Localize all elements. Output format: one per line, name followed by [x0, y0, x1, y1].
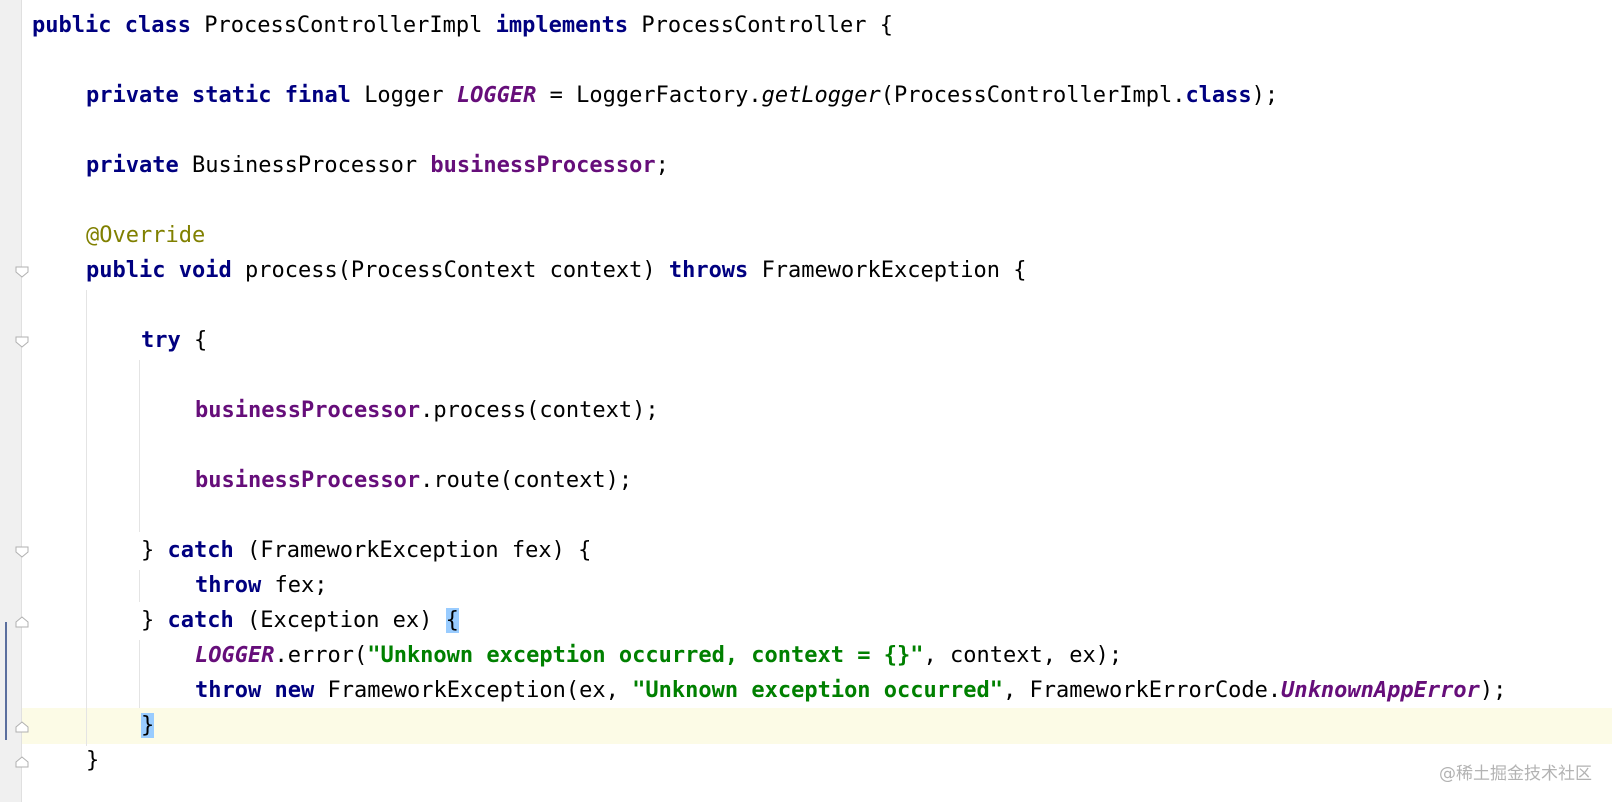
string-literal: "Unknown exception occurred" [632, 678, 1004, 703]
keyword: try [141, 328, 181, 353]
keyword: void [178, 258, 232, 283]
class-name: BusinessProcessor [191, 153, 418, 178]
keyword: new [274, 678, 315, 703]
code-text: fex; [274, 573, 328, 598]
code-text: } [141, 608, 155, 633]
keyword: class [1185, 83, 1252, 108]
editor-gutter [0, 0, 22, 802]
code-text: .error( [274, 643, 368, 668]
code-line-1[interactable]: public class ProcessControllerImpl imple… [32, 8, 893, 44]
annotation: @Override [86, 223, 206, 248]
code-line-10[interactable]: throw fex; [195, 568, 327, 604]
field-name: businessProcessor [430, 153, 656, 178]
static-field: UnknownAppError [1281, 678, 1480, 703]
code-line-6[interactable]: try { [141, 323, 207, 359]
keyword: throws [668, 258, 749, 283]
code-line-13[interactable]: throw new FrameworkException(ex, "Unknow… [195, 673, 1506, 709]
code-text: .route(context); [420, 468, 633, 493]
field-name: businessProcessor [195, 468, 421, 493]
keyword: class [124, 13, 191, 38]
keyword: private [86, 83, 179, 108]
keyword: public [32, 13, 112, 38]
code-text: (ProcessControllerImpl. [880, 83, 1186, 108]
fold-end-icon[interactable] [15, 756, 29, 768]
code-text: .process(context); [420, 398, 659, 423]
fold-icon[interactable] [15, 266, 29, 278]
code-text: (Exception ex) [246, 608, 433, 633]
code-line-11[interactable]: } catch (Exception ex) { [141, 603, 459, 639]
static-field: LOGGER [195, 643, 275, 668]
code-line-7[interactable]: businessProcessor.process(context); [195, 393, 659, 429]
fold-icon[interactable] [15, 336, 29, 348]
field-name: businessProcessor [195, 398, 421, 423]
string-literal: "Unknown exception occurred, context = {… [367, 643, 924, 668]
code-line-4[interactable]: @Override [86, 218, 205, 254]
current-line-highlight [22, 708, 1612, 744]
code-text: ); [1479, 678, 1507, 703]
code-text: , FrameworkErrorCode. [1003, 678, 1282, 703]
matched-brace: { [445, 608, 459, 633]
keyword: throw [195, 573, 262, 598]
code-line-9[interactable]: } catch (FrameworkException fex) { [141, 533, 591, 569]
fold-end-icon[interactable] [15, 616, 29, 628]
code-line-3[interactable]: private BusinessProcessor businessProces… [86, 148, 669, 184]
code-text: } [141, 538, 155, 563]
keyword: final [284, 83, 351, 108]
code-line-2[interactable]: private static final Logger LOGGER = Log… [86, 78, 1278, 114]
keyword: catch [167, 608, 234, 633]
fold-end-icon[interactable] [15, 721, 29, 733]
keyword: static [191, 83, 272, 108]
keyword: catch [167, 538, 234, 563]
code-text: = LoggerFactory. [549, 83, 762, 108]
code-text: ; [655, 153, 669, 178]
code-line-5[interactable]: public void process(ProcessContext conte… [86, 253, 1026, 289]
code-text: } [86, 748, 100, 773]
code-text: FrameworkException { [761, 258, 1027, 283]
code-line-15[interactable]: } [86, 743, 99, 779]
code-text: process(ProcessContext context) [244, 258, 656, 283]
code-text: ); [1251, 83, 1279, 108]
code-text: , context, ex); [923, 643, 1123, 668]
keyword: throw [195, 678, 262, 703]
code-line-12[interactable]: LOGGER.error("Unknown exception occurred… [195, 638, 1122, 674]
static-method: getLogger [761, 83, 881, 108]
code-text: ProcessController { [641, 13, 893, 38]
indent-guide [139, 640, 140, 708]
keyword: private [86, 153, 179, 178]
code-text: { [194, 328, 208, 353]
fold-icon[interactable] [15, 546, 29, 558]
code-line-14[interactable]: } [141, 708, 155, 744]
static-field: LOGGER [456, 83, 537, 108]
indent-guide [139, 360, 140, 532]
code-text: (FrameworkException fex) { [246, 538, 592, 563]
indent-guide [139, 570, 140, 602]
code-line-8[interactable]: businessProcessor.route(context); [195, 463, 632, 499]
indent-guide [86, 290, 87, 746]
keyword: implements [495, 13, 629, 38]
code-text: FrameworkException(ex, [327, 678, 619, 703]
watermark: @稀土掘金技术社区 [1439, 764, 1592, 784]
class-name: ProcessControllerImpl [204, 13, 483, 38]
matched-brace: } [141, 713, 155, 738]
code-text: Logger [364, 83, 444, 108]
keyword: public [86, 258, 166, 283]
change-marker [5, 622, 7, 740]
